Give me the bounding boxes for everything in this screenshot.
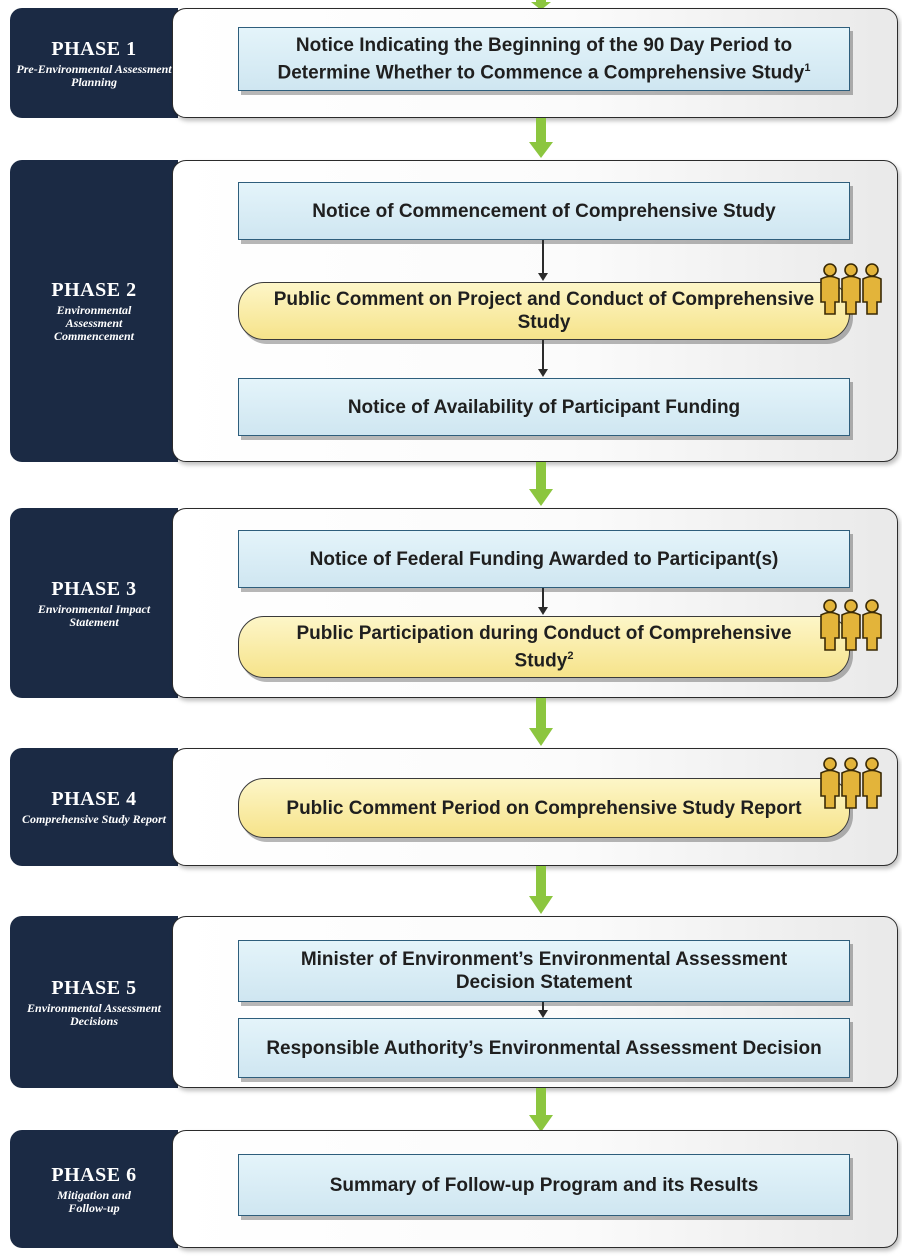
phase-2-step-3: Notice of Availability of Participant Fu… [238, 378, 850, 436]
phase-5-step-2-text: Responsible Authority’s Environmental As… [266, 1037, 822, 1059]
phase-2-step-1: Notice of Commencement of Comprehensive … [238, 182, 850, 240]
phase-6-step-1-text: Summary of Follow-up Program and its Res… [329, 1174, 759, 1196]
phase-2-step-1-text: Notice of Commencement of Comprehensive … [312, 200, 776, 222]
phase-5-step-2: Responsible Authority’s Environmental As… [238, 1018, 850, 1078]
phase-3-title: PHASE 3 [51, 577, 137, 600]
connector-line [542, 340, 544, 370]
footnote-marker: 2 [567, 649, 574, 662]
flow-arrow-icon [529, 698, 553, 746]
phase-4-tab: PHASE 4 Comprehensive Study Report [10, 748, 178, 866]
phase-4-step-1-public: Public Comment Period on Comprehensive S… [238, 778, 850, 838]
footnote-marker: 1 [804, 61, 811, 74]
connector-line [542, 588, 544, 608]
phase-6-title: PHASE 6 [51, 1163, 137, 1186]
flow-arrow-icon [529, 118, 553, 158]
phase-3-subtitle: Environmental Impact Statement [37, 601, 151, 629]
connector-arrowhead [538, 1010, 548, 1018]
phase-6-step-1: Summary of Follow-up Program and its Res… [238, 1154, 850, 1216]
phase-5-title: PHASE 5 [51, 976, 137, 999]
phase-1-step-1: Notice Indicating the Beginning of the 9… [238, 27, 850, 91]
phase-1-subtitle: Pre-Environmental Assessment Planning [16, 61, 172, 89]
phase-6-subtitle: Mitigation and Follow-up [57, 1187, 131, 1215]
connector-arrowhead [538, 607, 548, 615]
phase-4-title: PHASE 4 [51, 788, 137, 810]
connector-arrowhead [538, 273, 548, 281]
phase-4-subtitle: Comprehensive Study Report [21, 812, 166, 826]
phase-1-step-1-text: Notice Indicating the Beginning of the 9… [277, 34, 805, 84]
phase-5-step-1: Minister of Environment’s Environmental … [238, 940, 850, 1002]
phase-1-title: PHASE 1 [51, 37, 137, 60]
people-group-icon [820, 263, 882, 315]
phase-4-step-1-text: Public Comment Period on Comprehensive S… [286, 797, 802, 819]
phase-2-step-2-text: Public Comment on Project and Conduct of… [273, 289, 815, 333]
phase-2-subtitle: Environmental Assessment Commencement [54, 303, 134, 343]
connector-arrowhead [538, 369, 548, 377]
phase-2-title: PHASE 2 [51, 279, 137, 301]
phase-3-step-2-text: Public Participation during Conduct of C… [296, 622, 792, 672]
phase-3-tab: PHASE 3 Environmental Impact Statement [10, 508, 178, 698]
phase-2-step-2-public: Public Comment on Project and Conduct of… [238, 282, 850, 340]
people-group-icon [820, 599, 882, 651]
flow-arrow-icon [529, 462, 553, 506]
phase-5-subtitle: Environmental Assessment Decisions [27, 1000, 161, 1028]
phase-3-step-1: Notice of Federal Funding Awarded to Par… [238, 530, 850, 588]
phase-6-tab: PHASE 6 Mitigation and Follow-up [10, 1130, 178, 1248]
phase-3-step-1-text: Notice of Federal Funding Awarded to Par… [309, 548, 779, 570]
people-group-icon [820, 757, 882, 809]
connector-line [542, 240, 544, 274]
phase-5-step-1-text: Minister of Environment’s Environmental … [300, 949, 788, 993]
phase-2-step-3-text: Notice of Availability of Participant Fu… [347, 396, 741, 418]
phase-1-tab: PHASE 1 Pre-Environmental Assessment Pla… [10, 8, 178, 118]
phase-2-tab: PHASE 2 Environmental Assessment Commenc… [10, 160, 178, 462]
flow-arrow-icon [529, 866, 553, 914]
phase-5-tab: PHASE 5 Environmental Assessment Decisio… [10, 916, 178, 1088]
phase-3-step-2-public: Public Participation during Conduct of C… [238, 616, 850, 678]
flow-arrow-icon [529, 1088, 553, 1132]
flow-arrow-icon [531, 0, 551, 10]
connector-line [542, 1002, 544, 1012]
